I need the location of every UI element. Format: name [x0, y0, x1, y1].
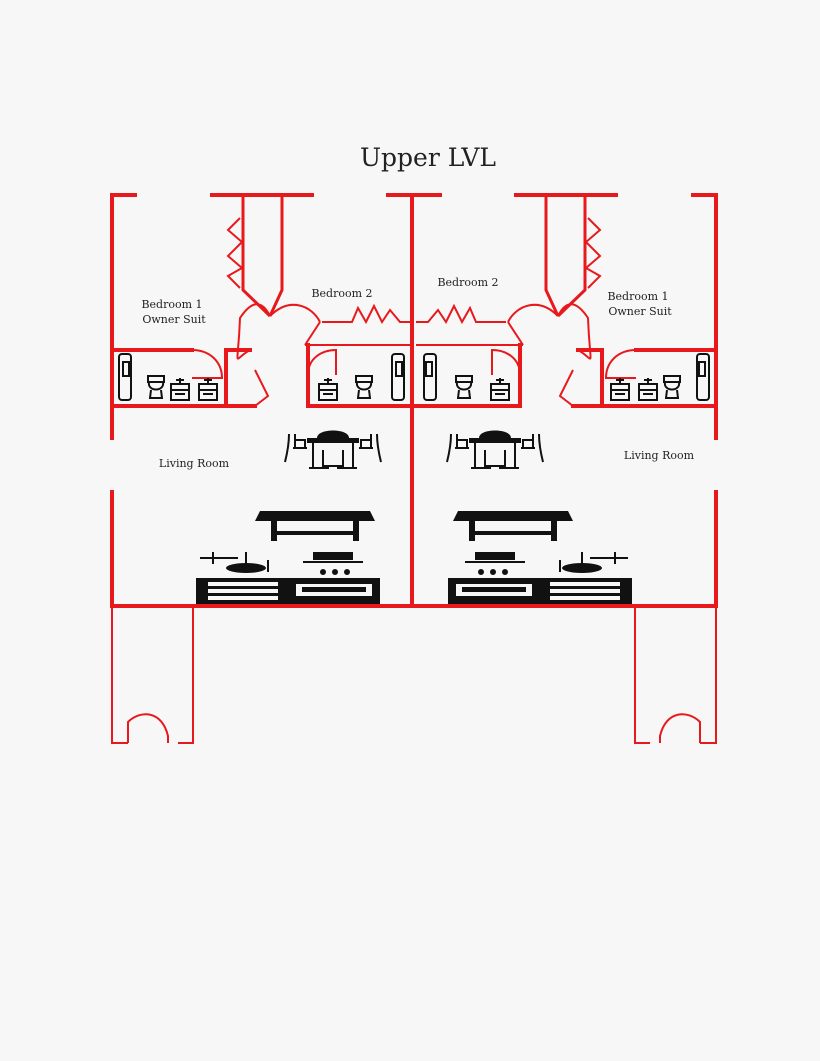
- label-left-bedroom1-sub: Owner Suit: [142, 313, 206, 326]
- label-right-bedroom1-sub: Owner Suit: [608, 305, 672, 318]
- page-title: Upper LVL: [360, 143, 496, 172]
- unit-left-plan: [112, 195, 412, 743]
- label-right-bedroom2: Bedroom 2: [437, 276, 498, 289]
- label-left-bedroom2: Bedroom 2: [311, 287, 372, 300]
- label-left-bedroom1: Bedroom 1: [141, 298, 202, 311]
- label-left-living: Living Room: [159, 457, 230, 470]
- label-right-bedroom1: Bedroom 1: [607, 290, 668, 303]
- unit-left: [112, 195, 412, 743]
- label-right-living: Living Room: [624, 449, 695, 462]
